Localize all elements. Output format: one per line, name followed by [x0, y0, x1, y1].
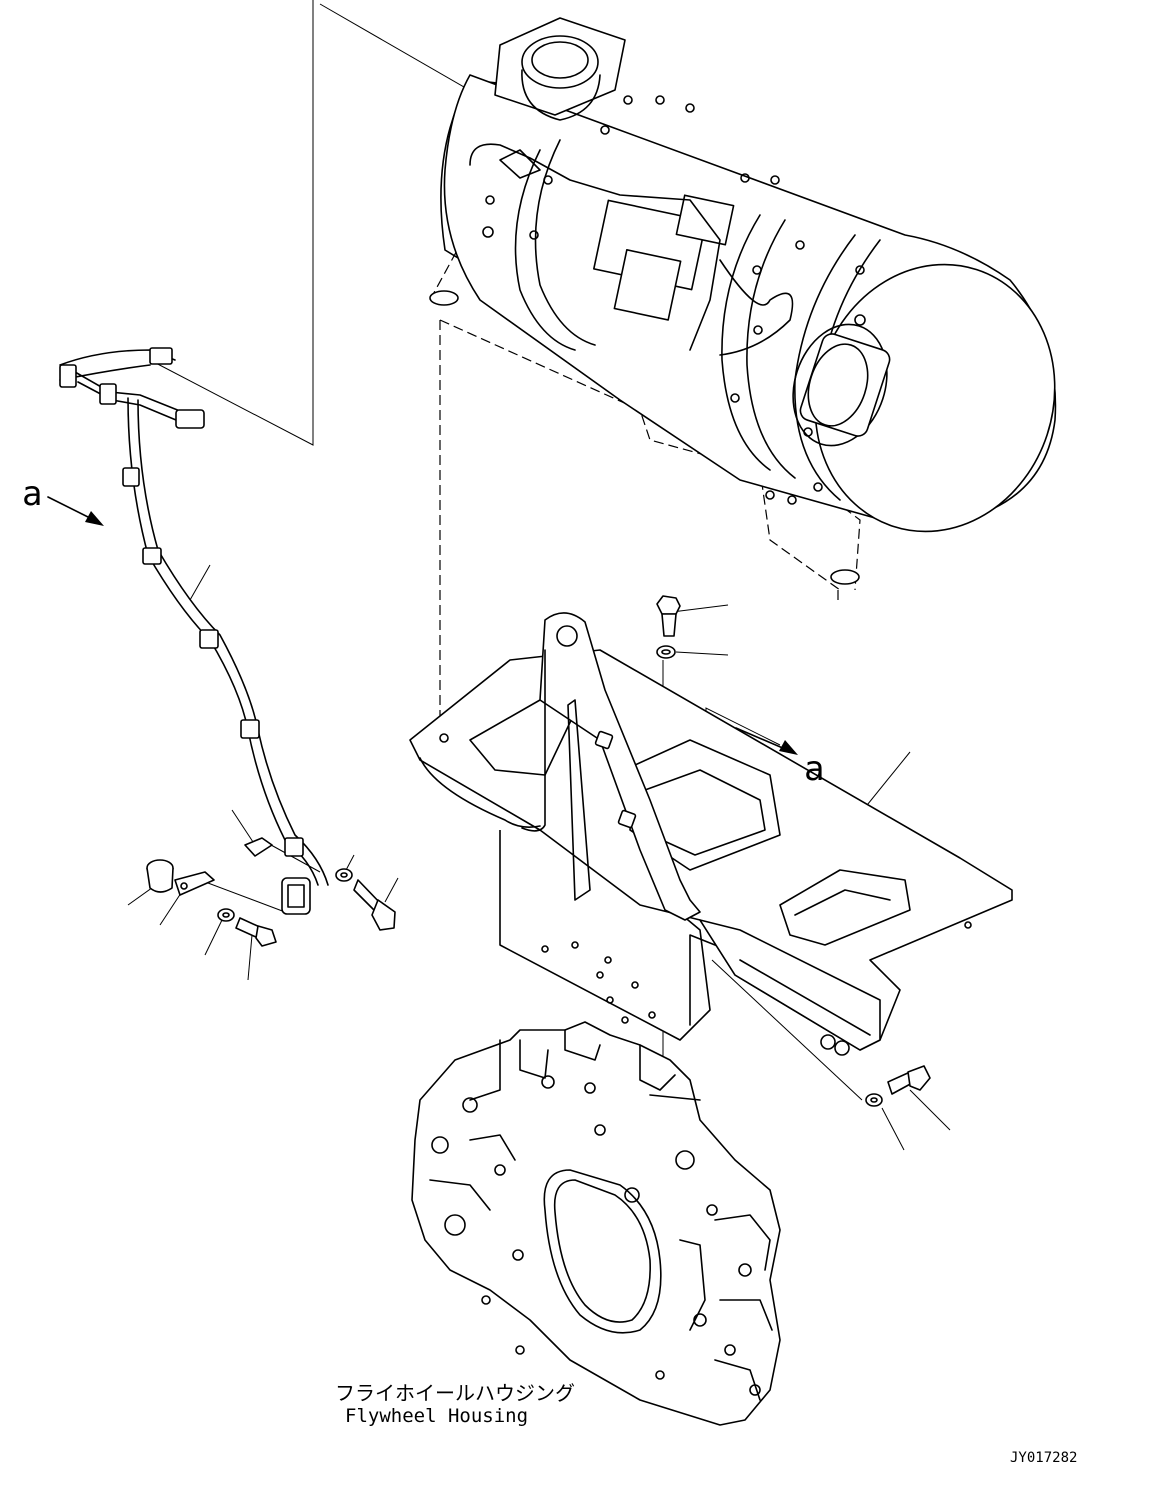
bolt-icon — [235, 917, 277, 947]
harness-clip — [240, 719, 260, 739]
mount-pad — [830, 569, 860, 585]
hardware-right — [865, 1065, 931, 1107]
bracket-icon — [244, 837, 273, 857]
hardware-left — [146, 837, 396, 947]
harness-clip — [122, 467, 140, 487]
harness-clip — [142, 547, 162, 565]
flywheel-housing — [411, 1021, 781, 1426]
view-arrow-left — [47, 496, 104, 526]
drawing-number: JY017282 — [1010, 1450, 1077, 1466]
sensor-connector — [281, 877, 311, 915]
harness-connector — [149, 347, 173, 365]
view-arrow-right — [735, 727, 798, 755]
harness-clip — [284, 837, 304, 857]
bolt-icon — [887, 1065, 931, 1095]
washer-icon — [656, 645, 676, 659]
bolt-icon — [353, 879, 396, 931]
harness-clip — [199, 629, 219, 649]
housing-label-jp: フライホイールハウジング — [335, 1381, 575, 1405]
sensor-module — [469, 143, 794, 356]
muffler-bolts — [482, 95, 866, 505]
harness-clip — [59, 364, 77, 388]
bolt-icon — [656, 595, 681, 637]
view-marker-left: a — [22, 474, 42, 514]
wiring-harness — [59, 347, 329, 915]
hardware-top — [656, 595, 681, 659]
washer-icon — [217, 908, 235, 922]
harness-clip — [99, 383, 117, 405]
mounting-bracket — [409, 612, 1013, 1056]
harness-connector — [175, 409, 205, 429]
washer-icon — [335, 868, 353, 882]
aftertreatment-muffler — [429, 17, 1057, 591]
washer-icon — [865, 1093, 883, 1107]
view-marker-right: a — [804, 749, 824, 789]
mount-pad — [429, 290, 459, 306]
housing-label-en: Flywheel Housing — [345, 1405, 528, 1427]
